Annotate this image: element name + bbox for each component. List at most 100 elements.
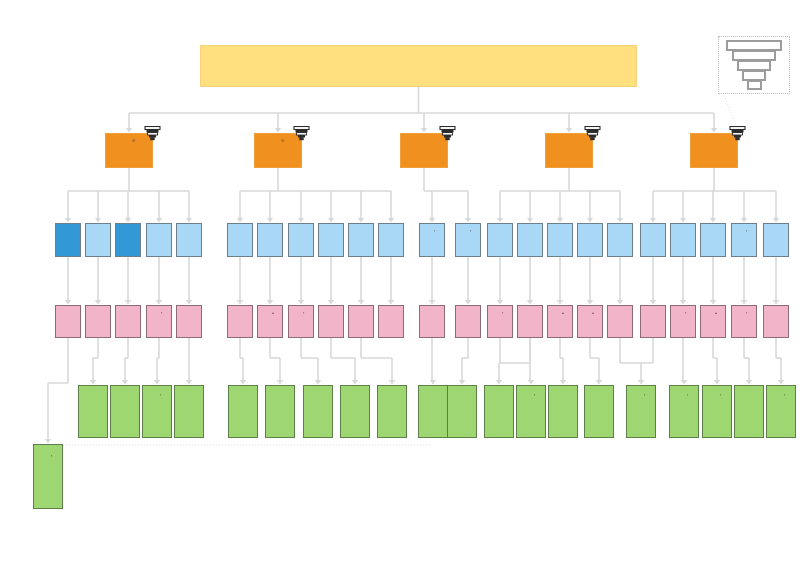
node-glyph: ▪: [51, 453, 53, 458]
level1-node[interactable]: [400, 133, 448, 168]
level4-node[interactable]: [78, 385, 108, 438]
level3-node[interactable]: [318, 305, 344, 338]
node-glyph: ▪: [746, 310, 748, 315]
level2-node[interactable]: [577, 223, 603, 257]
level3-node[interactable]: [640, 305, 666, 338]
level2-node[interactable]: ▪: [419, 223, 445, 257]
node-glyph: ⚙: [281, 138, 285, 143]
funnel-icon[interactable]: [144, 125, 161, 141]
level2-node[interactable]: [487, 223, 513, 257]
level4-node[interactable]: ▪: [142, 385, 172, 438]
node-glyph: ⚙: [132, 138, 136, 143]
level3-node[interactable]: [517, 305, 543, 338]
funnel-icon: [726, 40, 782, 90]
level3-node[interactable]: ▪: [731, 305, 757, 338]
level3-node[interactable]: ▴: [700, 305, 726, 338]
level1-node[interactable]: [690, 133, 738, 168]
level2-node[interactable]: [257, 223, 283, 257]
level3-node[interactable]: [378, 305, 404, 338]
level4-node[interactable]: ▪: [626, 385, 656, 438]
level3-node[interactable]: ▪: [670, 305, 696, 338]
level2-node[interactable]: ▪: [455, 223, 481, 257]
level2-node[interactable]: [670, 223, 696, 257]
level1-node[interactable]: ⚙: [254, 133, 302, 168]
level2-node[interactable]: [607, 223, 633, 257]
level4-node[interactable]: [548, 385, 578, 438]
level3-node[interactable]: [607, 305, 633, 338]
level3-node[interactable]: [763, 305, 789, 338]
level4-node[interactable]: [174, 385, 204, 438]
level2-node[interactable]: [227, 223, 253, 257]
node-glyph: ▴: [562, 310, 565, 315]
level3-node[interactable]: [348, 305, 374, 338]
level1-node[interactable]: ⚙: [105, 133, 153, 168]
funnel-icon[interactable]: [439, 125, 456, 141]
level4-node[interactable]: [418, 385, 448, 438]
level4-node[interactable]: ▪: [766, 385, 796, 438]
level4-node[interactable]: ▪: [669, 385, 699, 438]
level4-node[interactable]: [228, 385, 258, 438]
node-glyph: ▪: [161, 310, 163, 315]
level1-node[interactable]: [545, 133, 593, 168]
level2-node[interactable]: [547, 223, 573, 257]
node-glyph: ▪: [644, 392, 646, 397]
level2-node[interactable]: [348, 223, 374, 257]
level2-node[interactable]: [55, 223, 81, 257]
level3-node[interactable]: ▪: [146, 305, 172, 338]
node-glyph: ▪: [687, 392, 689, 397]
level3-node[interactable]: [55, 305, 81, 338]
level2-node[interactable]: [700, 223, 726, 257]
level2-node[interactable]: [146, 223, 172, 257]
level4-node[interactable]: ▪: [702, 385, 732, 438]
level4-node[interactable]: [340, 385, 370, 438]
level4-node[interactable]: ▪: [516, 385, 546, 438]
level3-node[interactable]: [455, 305, 481, 338]
funnel-icon[interactable]: [584, 125, 601, 141]
level3-node[interactable]: [176, 305, 202, 338]
level4-node[interactable]: [377, 385, 407, 438]
node-glyph: ▪: [303, 310, 305, 315]
level3-node[interactable]: ▪: [487, 305, 513, 338]
node-glyph: ▪: [470, 228, 472, 233]
node-glyph: ▪: [160, 392, 162, 397]
level2-node[interactable]: [288, 223, 314, 257]
level2-node[interactable]: [378, 223, 404, 257]
node-glyph: ▪: [685, 310, 687, 315]
level2-node[interactable]: [85, 223, 111, 257]
level2-node[interactable]: [115, 223, 141, 257]
level4-node[interactable]: [110, 385, 140, 438]
level3-node[interactable]: [419, 305, 445, 338]
level2-node[interactable]: [640, 223, 666, 257]
level4-node[interactable]: [734, 385, 764, 438]
level4-node[interactable]: [584, 385, 614, 438]
root-node[interactable]: [200, 45, 637, 87]
node-glyph: ▴: [272, 310, 275, 315]
level3-node[interactable]: [115, 305, 141, 338]
node-glyph: ▪: [784, 392, 786, 397]
level2-node[interactable]: [517, 223, 543, 257]
node-glyph: ▪: [502, 310, 504, 315]
level3-node[interactable]: ▴: [547, 305, 573, 338]
level2-node[interactable]: [763, 223, 789, 257]
level2-node[interactable]: [318, 223, 344, 257]
node-glyph: ▪: [434, 228, 436, 233]
level2-node[interactable]: [176, 223, 202, 257]
level3-node[interactable]: [85, 305, 111, 338]
level5-node[interactable]: ▪: [33, 444, 63, 509]
node-glyph: ▪: [720, 392, 722, 397]
level3-node[interactable]: ▴: [257, 305, 283, 338]
level4-node[interactable]: [484, 385, 514, 438]
funnel-icon[interactable]: [729, 125, 746, 141]
level4-node[interactable]: [303, 385, 333, 438]
level3-node[interactable]: ▴: [577, 305, 603, 338]
level4-node[interactable]: [447, 385, 477, 438]
funnel-legend-box[interactable]: [718, 36, 790, 94]
node-glyph: ▪: [746, 228, 748, 233]
funnel-icon[interactable]: [293, 125, 310, 141]
level3-node[interactable]: ▪: [288, 305, 314, 338]
level3-node[interactable]: [227, 305, 253, 338]
node-glyph: ▪: [534, 392, 536, 397]
level4-node[interactable]: [265, 385, 295, 438]
level2-node[interactable]: ▪: [731, 223, 757, 257]
